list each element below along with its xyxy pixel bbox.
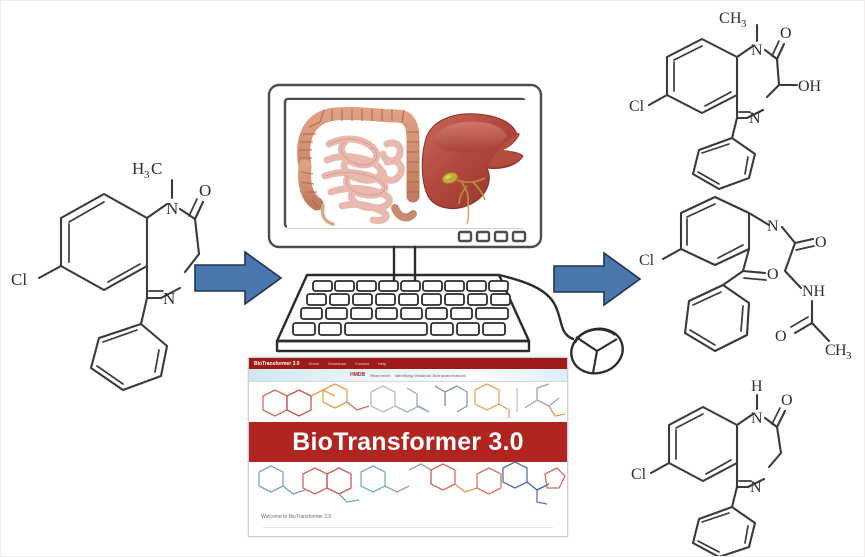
keyboard-row-2 [306,293,511,306]
acetylated-label-methyl-c: C [825,342,836,359]
acetylated-label-cl: Cl [639,252,655,269]
temazepam-label-carbonyl-o: O [780,25,792,42]
output-arrow [552,250,644,308]
keyboard-row-1 [312,280,509,292]
substrate-label-carbonyl-o: O [199,181,211,200]
monitor-bezel-buttons [457,230,527,243]
metabolite-temazepam: Cl N N C H 3 O OH [629,5,859,191]
nav-item-home[interactable]: Home [308,361,320,366]
mouse [570,327,624,375]
nordazepam-label-nh-h: H [751,378,763,395]
keyboard-row-4 [292,322,506,336]
temazepam-label-methyl-c: C [719,10,730,27]
biotransformer-webpage[interactable]: BioTransformer 3.0 Home Download Contact… [248,357,568,537]
nordazepam-label-carbonyl-o: O [781,392,793,409]
navbar-brand: BioTransformer 3.0 [254,360,300,367]
molecule-decoration-bottom [249,462,567,506]
monitor-screen-content [287,100,527,228]
nav-item-contact[interactable]: Contact [355,361,369,366]
nav-item-download[interactable]: Download [328,361,347,366]
input-arrow [193,249,285,307]
nordazepam-label-n4: N [750,479,762,496]
nordazepam-label-cl: Cl [631,466,647,483]
webpage-navbar[interactable]: BioTransformer 3.0 Home Download Contact… [249,358,567,369]
temazepam-label-methyl-sub: 3 [741,18,747,30]
temazepam-label-n4: N [749,110,761,127]
acetylated-label-amide-o: O [815,234,827,251]
keyboard-row-3 [300,307,509,320]
webpage-divider [263,527,553,528]
temazepam-label-oh: OH [798,78,822,95]
acetylated-label-methyl-sub: 3 [846,350,852,362]
acetylated-label-nh: NH [802,283,826,300]
intestine-illustration [297,106,420,226]
nav-item-help[interactable]: Help [377,361,387,366]
substrate-label-methyl-c: C [151,159,162,178]
acetylated-label-amide-n: N [767,218,779,235]
substrate-label-methyl-h: H [132,159,144,178]
temazepam-label-methyl-h: H [730,10,742,27]
temazepam-label-cl: Cl [629,98,645,115]
acetylated-label-methyl-h: H [835,342,847,359]
acetylated-label-ketone-o: O [767,266,779,283]
substrate-label-cl: Cl [11,270,27,289]
read-more-link[interactable]: Read more [370,372,390,378]
metabolite-acetylated-open-ring: Cl N O NH O C H 3 O [619,193,863,379]
webpage-banner: BioTransformer 3.0 [249,422,567,462]
webpage-welcome-text: Welcome to BioTransformer 3.0 [261,514,332,520]
substrate-label-n1: N [166,199,178,218]
substrate-label-methyl-sub: 3 [144,169,150,181]
acetylated-label-acetyl-o: O [775,328,787,345]
nordazepam-label-n1: N [751,410,763,427]
hmdb-logo[interactable]: HMDB [350,372,366,378]
molecule-decoration-top [249,382,567,422]
banner-title: BioTransformer 3.0 [292,427,524,456]
subbar-tagline: Identifying Metabolic Biotransformations [394,372,466,378]
substrate-structure-diazepam: Cl N N H 3 C O [9,146,219,392]
substrate-label-n4: N [163,289,175,308]
webpage-subbar: HMDB Read more Identifying Metabolic Bio… [249,369,567,382]
keyboard-and-mouse [263,259,653,379]
metabolite-nordazepam: Cl N N H O [631,375,859,556]
liver-illustration [421,113,524,225]
temazepam-label-n1: N [751,42,763,59]
